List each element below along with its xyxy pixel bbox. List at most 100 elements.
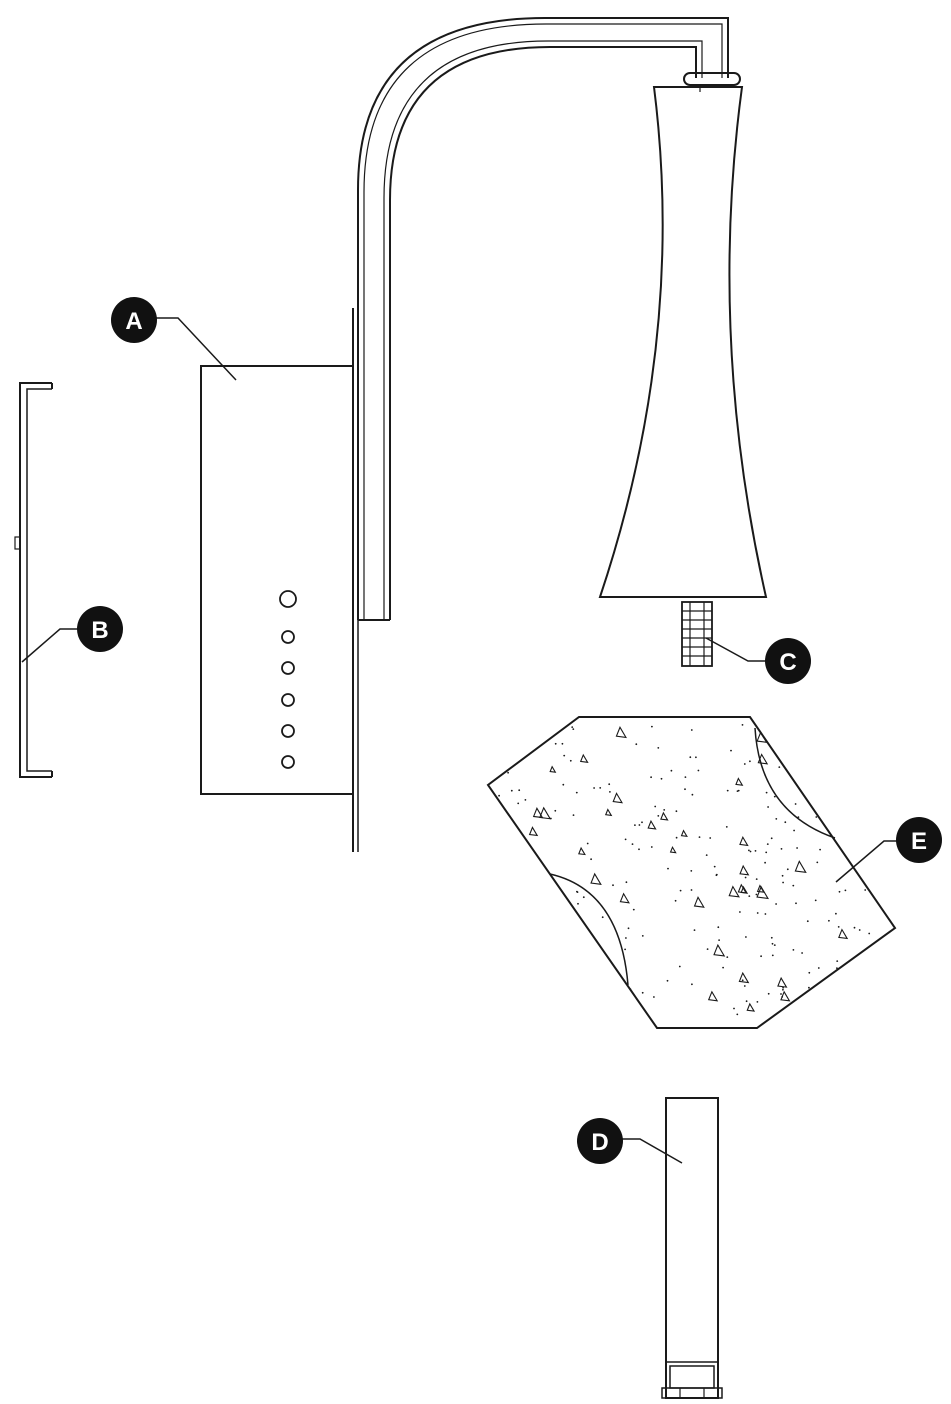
- mounting-bracket-icon: [14, 382, 53, 778]
- speckle-dot: [770, 936, 773, 939]
- speckle-triangle: [739, 835, 749, 847]
- speckle-dot: [773, 944, 776, 946]
- callout-a: A: [111, 297, 237, 381]
- speckle-dot: [709, 837, 712, 839]
- speckle-dot: [631, 843, 634, 845]
- speckle-dot: [675, 810, 678, 813]
- speckle-dot: [795, 902, 797, 905]
- speckle-dot: [577, 902, 579, 905]
- speckle-dot: [608, 783, 611, 786]
- speckle-dot: [582, 896, 585, 899]
- speckle-dot: [563, 754, 566, 757]
- speckle-dot: [743, 763, 746, 765]
- speckle-dot: [524, 799, 527, 801]
- speckle-dot: [572, 814, 575, 816]
- speckle-triangle: [590, 872, 602, 885]
- speckle-dot: [601, 916, 604, 919]
- speckle-dot: [767, 806, 769, 808]
- speckle-triangle: [647, 819, 657, 830]
- speckle-triangle: [737, 883, 748, 894]
- speckle-dot: [741, 724, 744, 726]
- speckle-dot: [638, 848, 640, 851]
- callout-d-badge: [577, 1118, 623, 1164]
- speckle-dot: [625, 881, 628, 884]
- speckle-dot: [717, 926, 720, 929]
- speckle-dot: [792, 949, 795, 951]
- speckle-dot: [766, 843, 769, 845]
- speckle-triangle: [794, 860, 807, 873]
- speckle-dot: [629, 988, 632, 991]
- speckle-dot: [624, 838, 627, 841]
- speckle-dot: [627, 927, 630, 930]
- speckle-triangle: [612, 792, 624, 804]
- callout-a-label: A: [125, 308, 142, 335]
- speckle-dot: [819, 848, 821, 851]
- speckle-dot: [674, 899, 677, 902]
- speckle-dot: [778, 766, 781, 768]
- speckle-dot: [695, 756, 697, 759]
- speckle-triangle: [669, 845, 677, 854]
- speckle-dot: [815, 816, 818, 818]
- speckle-dot: [858, 929, 861, 931]
- speckle-dot: [684, 776, 687, 778]
- speckle-dot: [726, 956, 729, 958]
- speckle-dot: [670, 769, 673, 772]
- speckle-dot: [554, 809, 557, 812]
- speckle-dot: [698, 836, 701, 838]
- speckle-dot: [780, 993, 782, 995]
- speckle-dot: [705, 854, 708, 856]
- speckle-dot: [755, 893, 758, 896]
- speckle-dot: [743, 985, 746, 987]
- speckle-triangle: [693, 896, 705, 908]
- speckle-dot: [764, 913, 767, 915]
- speckle-dot: [561, 742, 564, 745]
- speckle-dot: [796, 847, 798, 849]
- speckle-dot: [792, 884, 795, 887]
- speckle-dot: [706, 948, 709, 950]
- speckle-dot: [590, 858, 592, 861]
- speckle-dot: [770, 837, 773, 840]
- speckle-dot: [690, 870, 693, 872]
- speckle-dot: [749, 850, 752, 853]
- speckle-dot: [784, 821, 787, 824]
- speckle-dot: [684, 788, 686, 791]
- speckle-triangle: [680, 829, 688, 838]
- glass-diffuser-icon: [486, 716, 897, 1029]
- speckle-triangle: [528, 826, 539, 837]
- speckle-triangle: [739, 864, 750, 876]
- speckle-dot: [749, 760, 751, 763]
- speckle-dot: [657, 747, 660, 749]
- speckle-dot: [498, 794, 500, 797]
- speckle-dot: [690, 729, 693, 731]
- speckle-dot: [693, 929, 696, 931]
- speckle-triangle: [756, 731, 768, 743]
- speckle-dot: [775, 818, 778, 820]
- speckle-dot: [697, 769, 700, 772]
- speckle-dot: [660, 777, 663, 780]
- speckle-dot: [653, 996, 655, 998]
- speckle-dot: [756, 1001, 759, 1003]
- callout-b: B: [21, 606, 123, 663]
- speckle-dot: [635, 743, 638, 746]
- speckle-dot: [554, 742, 557, 745]
- speckle-dot: [765, 851, 768, 854]
- threaded-nipple-icon: [681, 601, 713, 667]
- lamp-tube-icon: [661, 1097, 723, 1399]
- speckle-dot: [666, 979, 669, 982]
- speckle-dot: [754, 850, 757, 852]
- speckle-dot: [838, 890, 841, 893]
- speckle-dot: [737, 789, 740, 792]
- speckle-dot: [715, 873, 718, 876]
- speckle-triangle: [549, 765, 557, 773]
- callout-c-badge: [765, 638, 811, 684]
- speckle-dot: [864, 889, 867, 891]
- speckle-dot: [793, 829, 795, 832]
- callout-d-label: D: [591, 1129, 608, 1156]
- speckle-triangle: [532, 807, 544, 819]
- speckle-dot: [569, 759, 572, 762]
- callout-b-badge: [77, 606, 123, 652]
- speckle-dot: [756, 912, 759, 914]
- speckle-dot: [718, 939, 720, 941]
- speckle-dot: [794, 803, 797, 805]
